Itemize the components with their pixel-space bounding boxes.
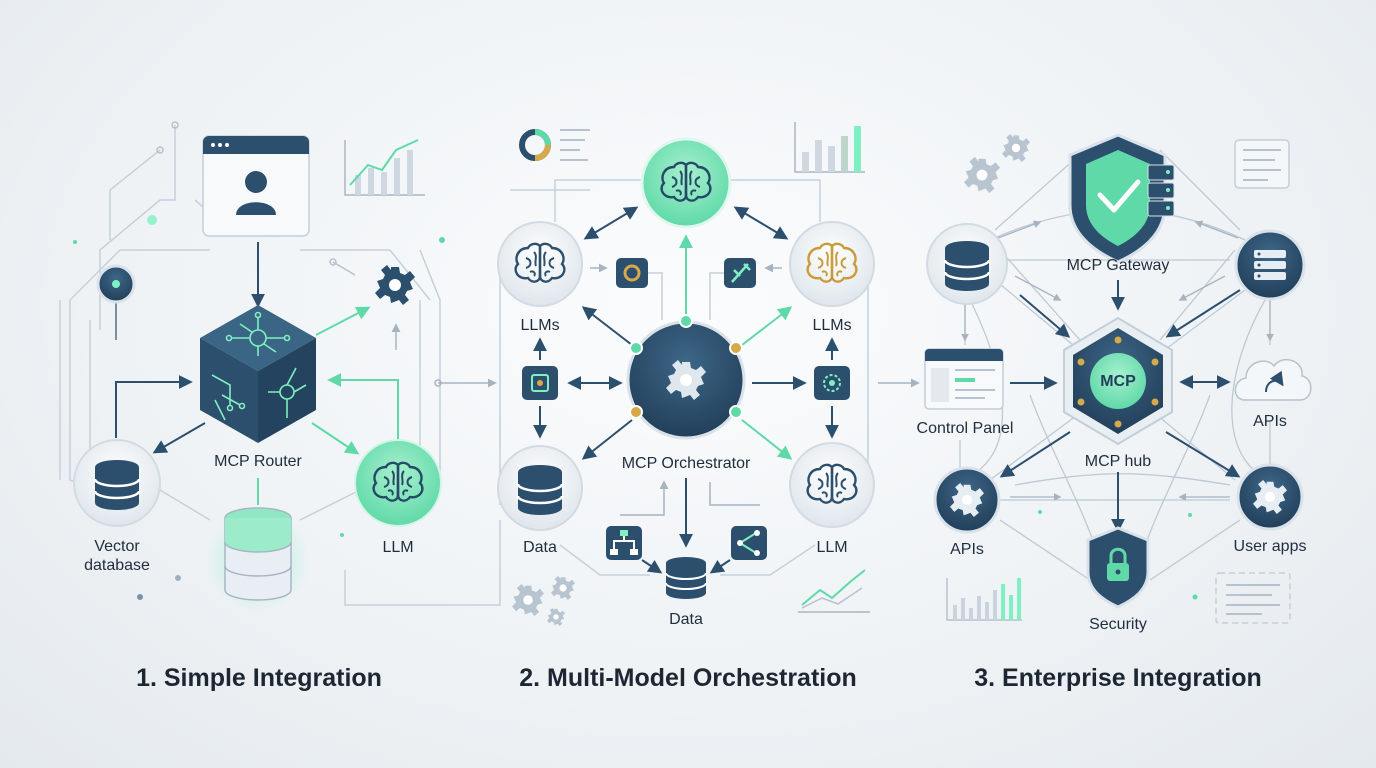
llms-right-node [789, 221, 875, 307]
mcp-router-cube [200, 305, 316, 443]
line-chart-icon [344, 139, 425, 196]
server-node [1234, 229, 1306, 301]
section-1-title: 1. Simple Integration [136, 664, 382, 692]
tools-square-icon [724, 258, 756, 288]
cloud-api-icon [1234, 358, 1312, 401]
llm-right-node [789, 442, 875, 528]
gear-icon [375, 265, 415, 305]
vector-database-label: Vector database [84, 538, 150, 574]
list-document-icon [1215, 572, 1291, 624]
document-icon [1234, 139, 1290, 189]
security-label: Security [1089, 616, 1147, 633]
llm-right-label: LLM [816, 539, 848, 556]
user-apps-node [1236, 463, 1304, 531]
user-apps-label: User apps [1233, 538, 1307, 555]
section-2-title: 2. Multi-Model Orchestration [519, 664, 857, 692]
hierarchy-square-icon [606, 526, 642, 560]
circuit-node [171, 121, 179, 129]
glow-dot [147, 215, 157, 225]
apis-right-label: APIs [1253, 413, 1287, 430]
mcp-orchestrator-node [626, 314, 746, 440]
glowing-database-icon [206, 507, 310, 612]
gears-deco-icon [512, 576, 575, 626]
mcp-hub-center-text: MCP [1100, 373, 1136, 390]
bar-chart-icon [946, 578, 1022, 621]
chip-square-icon [522, 366, 558, 400]
mcp-hub-label: MCP hub [1084, 453, 1152, 470]
circuit-node [156, 146, 164, 154]
control-panel-icon [924, 348, 1004, 410]
glow-dot [73, 240, 77, 244]
section-2-multi-model-orchestration [497, 122, 875, 626]
user-window-icon [202, 135, 310, 237]
mcp-gateway-label: MCP Gateway [1066, 257, 1170, 274]
share-square-icon [731, 526, 767, 560]
database-node [926, 223, 1008, 305]
llm-node [354, 439, 442, 527]
apis-left-node [933, 466, 1001, 534]
trend-chart-icon [798, 569, 870, 613]
llm-label: LLM [382, 539, 414, 556]
mcp-orchestrator-label: MCP Orchestrator [621, 455, 751, 472]
settings-square-icon [616, 258, 648, 288]
mcp-router-label: MCP Router [214, 453, 302, 470]
section-1-simple-integration [59, 121, 501, 612]
data-bottom-label: Data [669, 611, 703, 628]
control-panel-label: Control Panel [916, 420, 1014, 437]
glow-dot [439, 237, 445, 243]
apis-left-label: APIs [950, 541, 984, 558]
llm-brain-top-node [640, 137, 732, 229]
mcp-gateway-shield [1068, 133, 1175, 264]
mcp-hub-node [1063, 316, 1173, 446]
pin-node-icon [96, 264, 136, 340]
bar-chart-icon [794, 122, 865, 173]
donut-chart-icon [519, 129, 590, 161]
network-square-icon [814, 366, 850, 400]
section-3-enterprise-integration [924, 133, 1312, 624]
llms-left-label: LLMs [520, 317, 560, 334]
data-left-node [497, 445, 583, 531]
security-shield [1086, 526, 1150, 609]
gears-deco-icon [964, 134, 1030, 193]
section-3-title: 3. Enterprise Integration [974, 664, 1262, 692]
vector-database-node [73, 439, 161, 527]
data-left-label: Data [523, 539, 557, 556]
llms-left-node [497, 221, 583, 307]
data-bottom-node [665, 557, 707, 599]
llms-right-label: LLMs [812, 317, 852, 334]
